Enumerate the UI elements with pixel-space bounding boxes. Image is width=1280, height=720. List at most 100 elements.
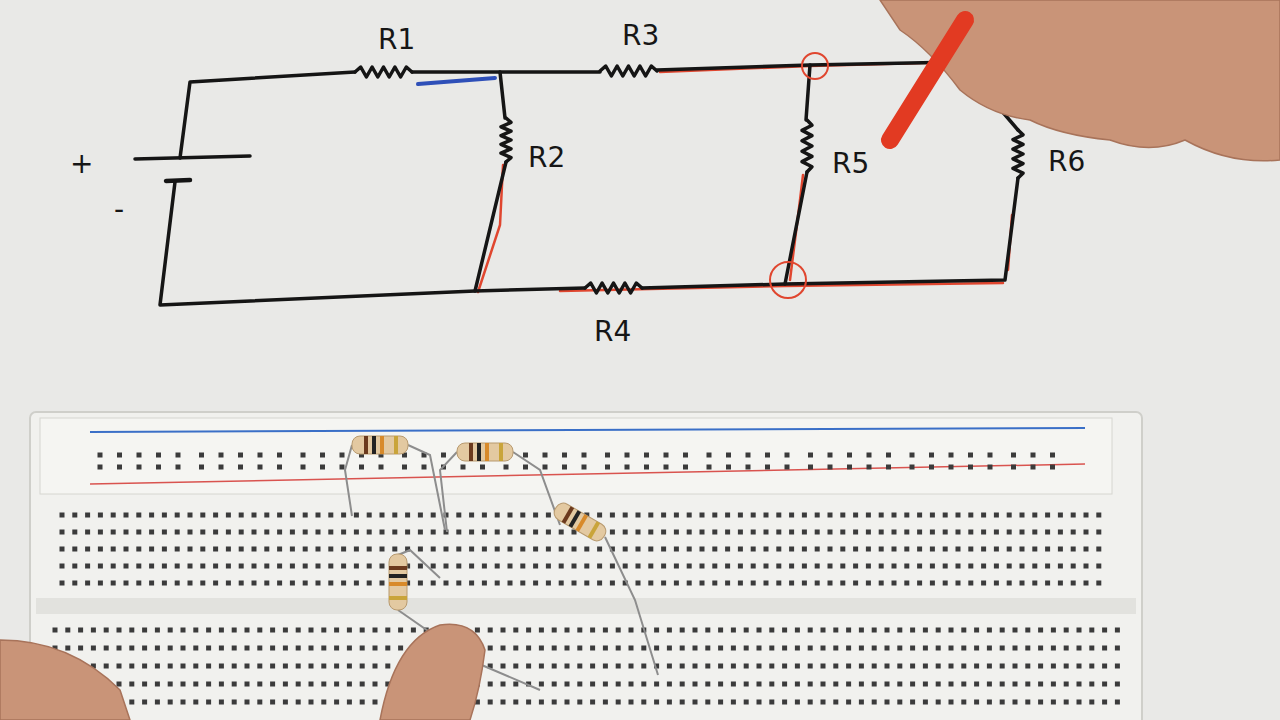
breadboard-hole bbox=[252, 547, 257, 552]
breadboard-hole bbox=[1007, 581, 1012, 586]
resistor-band bbox=[499, 443, 503, 461]
breadboard-hole bbox=[885, 664, 890, 669]
breadboard-hole bbox=[469, 513, 474, 518]
breadboard-hole bbox=[239, 564, 244, 569]
breadboard-hole bbox=[603, 628, 608, 633]
breadboard-hole bbox=[1000, 700, 1005, 705]
breadboard-hole bbox=[623, 547, 628, 552]
breadboard-hole bbox=[910, 664, 915, 669]
breadboard-hole bbox=[687, 564, 692, 569]
breadboard-hole bbox=[1071, 530, 1076, 535]
breadboard-hole bbox=[597, 547, 602, 552]
breadboard-hole bbox=[738, 530, 743, 535]
breadboard-hole bbox=[718, 646, 723, 651]
breadboard-hole bbox=[72, 547, 77, 552]
breadboard-hole bbox=[504, 465, 509, 470]
breadboard-hole bbox=[149, 530, 154, 535]
breadboard-hole bbox=[98, 547, 103, 552]
breadboard-hole bbox=[904, 581, 909, 586]
breadboard-hole bbox=[1020, 530, 1025, 535]
breadboard-hole bbox=[636, 530, 641, 535]
breadboard-hole bbox=[605, 465, 610, 470]
breadboard-hole bbox=[923, 628, 928, 633]
breadboard-hole bbox=[930, 581, 935, 586]
breadboard-hole bbox=[776, 513, 781, 518]
breadboard-hole bbox=[687, 513, 692, 518]
breadboard-hole bbox=[1007, 564, 1012, 569]
breadboard-hole bbox=[162, 581, 167, 586]
resistor-band bbox=[372, 436, 376, 454]
breadboard-hole bbox=[769, 700, 774, 705]
breadboard-hole bbox=[1115, 664, 1120, 669]
breadboard-hole bbox=[687, 530, 692, 535]
breadboard-hole bbox=[828, 465, 833, 470]
breadboard-hole bbox=[616, 628, 621, 633]
breadboard-hole bbox=[193, 664, 198, 669]
breadboard-hole bbox=[974, 628, 979, 633]
breadboard-hole bbox=[219, 628, 224, 633]
breadboard-hole bbox=[155, 664, 160, 669]
breadboard-hole bbox=[213, 547, 218, 552]
breadboard-hole bbox=[603, 682, 608, 687]
resistor-label: R4 bbox=[594, 318, 631, 346]
breadboard-hole bbox=[866, 530, 871, 535]
breadboard-hole bbox=[795, 700, 800, 705]
breadboard-hole bbox=[482, 530, 487, 535]
breadboard-hole bbox=[853, 513, 858, 518]
breadboard-hole bbox=[176, 453, 181, 458]
breadboard-hole bbox=[385, 628, 390, 633]
breadboard-hole bbox=[373, 682, 378, 687]
breadboard-hole bbox=[277, 564, 282, 569]
breadboard-hole bbox=[181, 628, 186, 633]
breadboard-hole bbox=[513, 664, 518, 669]
breadboard-hole bbox=[789, 564, 794, 569]
breadboard-hole bbox=[577, 646, 582, 651]
breadboard-hole bbox=[866, 547, 871, 552]
breadboard-hole bbox=[746, 453, 751, 458]
breadboard-hole bbox=[111, 530, 116, 535]
breadboard-hole bbox=[444, 581, 449, 586]
breadboard-hole bbox=[200, 564, 205, 569]
breadboard-hole bbox=[577, 628, 582, 633]
breadboard-hole bbox=[264, 513, 269, 518]
breadboard-hole bbox=[328, 547, 333, 552]
breadboard-hole bbox=[155, 700, 160, 705]
breadboard-hole bbox=[680, 682, 685, 687]
breadboard-hole bbox=[917, 564, 922, 569]
breadboard-hole bbox=[533, 564, 538, 569]
breadboard-hole bbox=[480, 465, 485, 470]
breadboard-hole bbox=[441, 453, 446, 458]
breadboard-hole bbox=[968, 547, 973, 552]
breadboard-hole bbox=[910, 682, 915, 687]
breadboard-hole bbox=[687, 547, 692, 552]
breadboard-hole bbox=[815, 581, 820, 586]
breadboard-hole bbox=[879, 530, 884, 535]
breadboard-hole bbox=[303, 530, 308, 535]
breadboard-hole bbox=[552, 700, 557, 705]
breadboard-hole bbox=[707, 465, 712, 470]
breadboard-hole bbox=[117, 628, 122, 633]
breadboard-hole bbox=[520, 530, 525, 535]
breadboard-hole bbox=[923, 682, 928, 687]
breadboard-hole bbox=[859, 682, 864, 687]
breadboard-hole bbox=[904, 564, 909, 569]
hand-finger bbox=[380, 624, 485, 720]
breadboard-hole bbox=[341, 581, 346, 586]
breadboard-hole bbox=[674, 581, 679, 586]
breadboard-hole bbox=[636, 581, 641, 586]
breadboard-hole bbox=[974, 664, 979, 669]
breadboard-hole bbox=[137, 465, 142, 470]
breadboard-hole bbox=[513, 646, 518, 651]
breadboard-hole bbox=[718, 664, 723, 669]
breadboard-hole bbox=[1045, 513, 1050, 518]
rail-line-red bbox=[90, 464, 1085, 484]
breadboard-hole bbox=[402, 465, 407, 470]
breadboard-hole bbox=[616, 664, 621, 669]
breadboard-hole bbox=[482, 581, 487, 586]
breadboard-hole bbox=[475, 628, 480, 633]
breadboard-hole bbox=[603, 646, 608, 651]
breadboard-hole bbox=[610, 530, 615, 535]
breadboard-hole bbox=[808, 700, 813, 705]
breadboard-hole bbox=[379, 465, 384, 470]
breadboard-hole bbox=[175, 547, 180, 552]
